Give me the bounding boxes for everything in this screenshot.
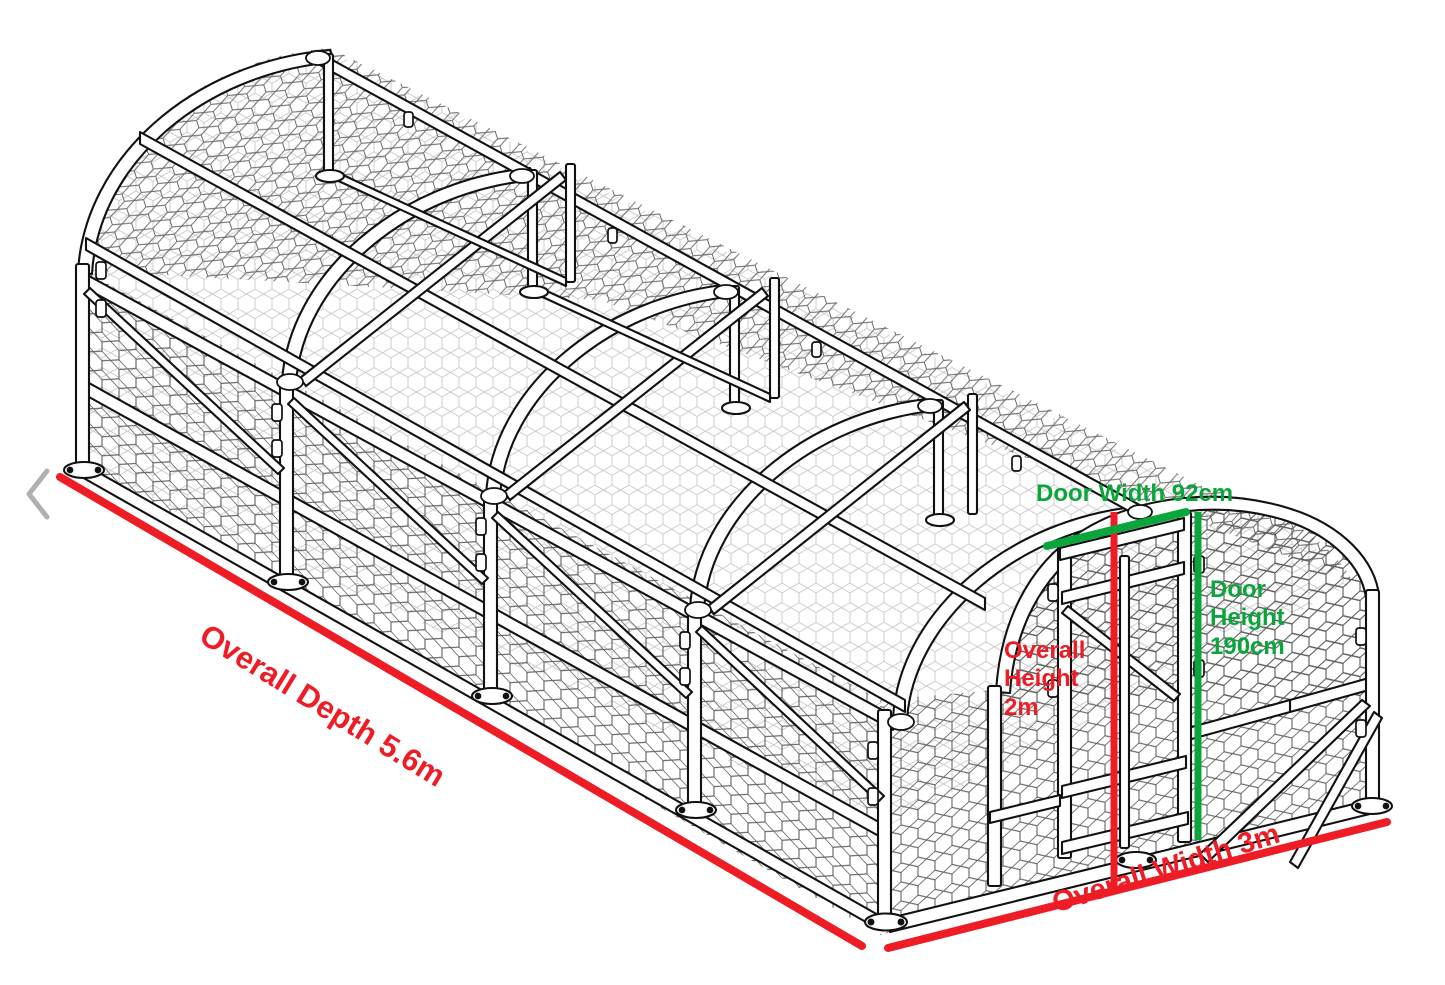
carousel-prev-button[interactable] [22, 466, 56, 522]
door-width-dimension-line [1043, 508, 1190, 550]
roof-rail-upper-b [84, 236, 907, 714]
width-dimension-line [884, 818, 1391, 952]
door-width-label: Door Width 92cm [1036, 480, 1234, 507]
base-flange-foot [62, 168, 1394, 932]
cross-fitting [276, 50, 1153, 731]
door-opening-post [986, 684, 1062, 888]
roof-rail-upper-a [138, 130, 987, 612]
roof-brace [298, 168, 972, 616]
side-brace [82, 286, 886, 804]
door-frame[interactable] [1056, 510, 1193, 860]
overall-height-label: Overall Height 2m [1004, 637, 1086, 721]
door-height-label: Door Height 190cm [1210, 576, 1285, 660]
chevron-left-icon[interactable] [22, 466, 56, 522]
depth-dimension-line [56, 473, 866, 950]
